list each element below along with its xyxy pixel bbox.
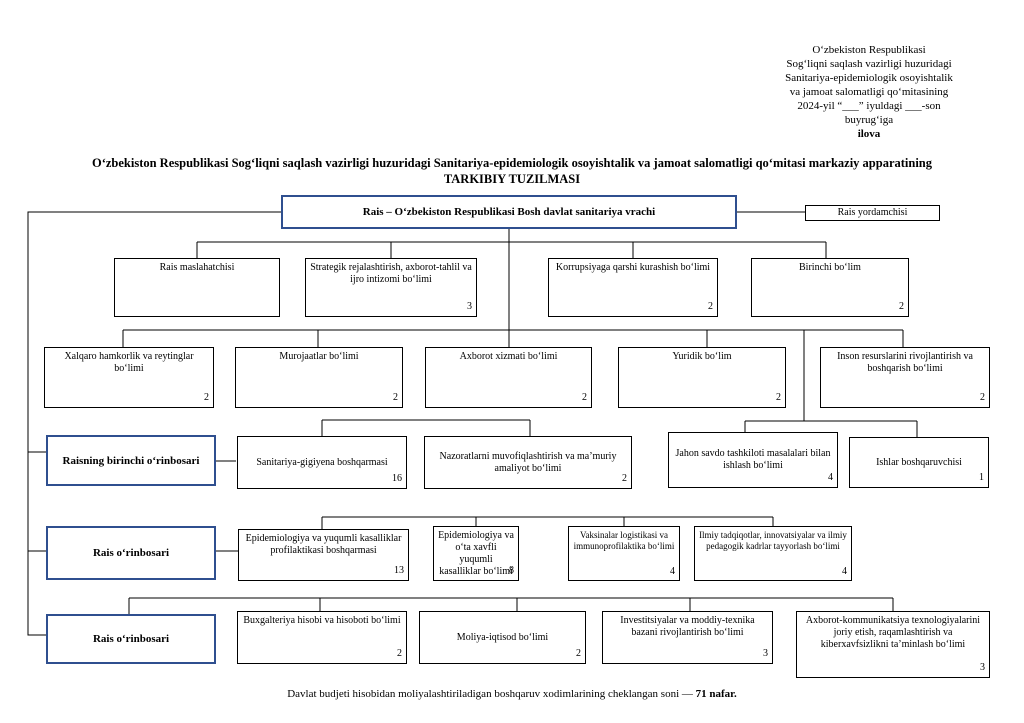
approval-line: Sanitariya-epidemiologik osoyishtalik [785,72,953,84]
unit-label: Epidemiologiya va yuqumli kasalliklar pr… [245,533,402,556]
unit-label: Investitsiyalar va moddiy-texnika bazani… [620,615,755,638]
page-title: O‘zbekiston Respublikasi Sog‘liqni saqla… [20,155,1004,187]
staff-count: 3 [980,662,985,673]
unit-label: Birinchi bo‘lim [799,262,861,273]
row2-unit: Inson resurslarini rivojlantirish va bos… [820,347,990,408]
row1-unit: Strategik rejalashtirish, axborot-tahlil… [305,258,477,317]
unit-label: Buxgalteriya hisobi va hisoboti bo‘limi [243,615,401,626]
row4-unit: Vaksinalar logistikasi va immunoprofilak… [568,526,680,581]
row4-unit: Epidemiologiya va o‘ta xavfli yuqumli ka… [433,526,519,581]
unit-label: Vaksinalar logistikasi va immunoprofilak… [573,530,675,551]
row2-unit: Yuridik bo‘lim 2 [618,347,786,408]
deputy-label: Rais o‘rinbosari [92,633,170,645]
staff-count: 16 [392,473,402,484]
row3-unit: Ishlar boshqaruvchisi 1 [849,437,989,488]
row4-unit: Ilmiy tadqiqotlar, innovatsiyalar va ilm… [694,526,852,581]
approval-line: 2024-yil “___” iyuldagi ___-son [797,100,941,112]
row3-unit: Nazoratlarni muvofiqlashtirish va ma’mur… [424,436,632,489]
deputy-label: Rais o‘rinbosari [92,547,170,559]
unit-label: Ishlar boshqaruvchisi [876,456,962,468]
staff-count: 4 [670,566,675,577]
approval-line: va jamoat salomatligi qo‘mitasining [789,86,949,98]
deputy-box: Rais o‘rinbosari [46,526,216,580]
staff-count: 2 [397,648,402,659]
approval-line: Sog‘liqni saqlash vazirligi huzuridagi [786,58,952,70]
unit-label: Jahon savdo tashkiloti masalalari bilan … [675,448,831,471]
unit-label: Nazoratlarni muvofiqlashtirish va ma’mur… [439,450,617,474]
staff-count: 3 [763,648,768,659]
title-line1: O‘zbekiston Respublikasi Sog‘liqni saqla… [91,156,933,170]
first-deputy-box: Raisning birinchi o‘rinbosari [46,435,216,486]
staff-count: 2 [582,392,587,403]
staff-count: 2 [980,392,985,403]
staff-count: 2 [622,473,627,484]
footer-total: 71 nafar. [695,688,737,700]
staff-count: 2 [776,392,781,403]
unit-label: Xalqaro hamkorlik va reytinglar bo‘limi [64,351,194,374]
row1-unit: Korrupsiyaga qarshi kurashish bo‘limi 2 [548,258,718,317]
unit-label: Axborot-kommunikatsiya texnologiyalarini… [805,615,981,650]
footer-note: Davlat budjeti hisobidan moliyalashtiril… [0,688,1024,700]
staff-count: 8 [509,565,514,576]
assistant-label: Rais yordamchisi [837,207,908,218]
chairman-label: Rais – O‘zbekiston Respublikasi Bosh dav… [362,206,656,218]
unit-label: Inson resurslarini rivojlantirish va bos… [837,351,973,374]
staff-count: 2 [899,301,904,312]
first-deputy-label: Raisning birinchi o‘rinbosari [62,454,200,467]
unit-label: Epidemiologiya va o‘ta xavfli yuqumli ka… [438,530,514,577]
connector [27,211,281,636]
row1-unit: Birinchi bo‘lim 2 [751,258,909,317]
deputy-box: Rais o‘rinbosari [46,614,216,664]
assistant-box: Rais yordamchisi [805,205,940,221]
row3-unit: Jahon savdo tashkiloti masalalari bilan … [668,432,838,488]
staff-count: 2 [708,301,713,312]
approval-line-ilova: ilova [857,128,881,140]
row2-unit: Murojaatlar bo‘limi 2 [235,347,403,408]
staff-count: 2 [393,392,398,403]
title-line2: TARKIBIY TUZILMASI [443,172,581,186]
staff-count: 3 [467,301,472,312]
staff-count: 1 [979,472,984,483]
unit-label: Axborot xizmati bo‘limi [459,351,558,362]
staff-count: 13 [394,565,404,576]
footer-text: Davlat budjeti hisobidan moliyalashtiril… [287,688,696,700]
staff-count: 4 [828,472,833,483]
unit-label: Rais maslahatchisi [159,262,235,273]
approval-note: O‘zbekiston Respublikasi Sog‘liqni saqla… [784,43,954,141]
row2-unit: Axborot xizmati bo‘limi 2 [425,347,592,408]
unit-label: Strategik rejalashtirish, axborot-tahlil… [310,262,472,285]
approval-line: buyrug‘iga [844,114,894,126]
chairman-box: Rais – O‘zbekiston Respublikasi Bosh dav… [281,195,737,229]
unit-label: Sanitariya-gigiyena boshqarmasi [256,456,388,468]
row1-unit: Rais maslahatchisi [114,258,280,317]
unit-label: Yuridik bo‘lim [672,351,732,362]
row5-unit: Investitsiyalar va moddiy-texnika bazani… [602,611,773,664]
staff-count: 4 [842,566,847,577]
row5-unit: Axborot-kommunikatsiya texnologiyalarini… [796,611,990,678]
row3-unit: Sanitariya-gigiyena boshqarmasi 16 [237,436,407,489]
unit-label: Ilmiy tadqiqotlar, innovatsiyalar va ilm… [699,530,847,551]
row5-unit: Buxgalteriya hisobi va hisoboti bo‘limi … [237,611,407,664]
row2-unit: Xalqaro hamkorlik va reytinglar bo‘limi … [44,347,214,408]
row5-unit: Moliya-iqtisod bo‘limi 2 [419,611,586,664]
unit-label: Moliya-iqtisod bo‘limi [456,631,549,643]
unit-label: Korrupsiyaga qarshi kurashish bo‘limi [555,262,711,273]
approval-line: O‘zbekiston Respublikasi [812,44,926,56]
staff-count: 2 [204,392,209,403]
staff-count: 2 [576,648,581,659]
row4-unit: Epidemiologiya va yuqumli kasalliklar pr… [238,529,409,581]
unit-label: Murojaatlar bo‘limi [279,351,359,362]
